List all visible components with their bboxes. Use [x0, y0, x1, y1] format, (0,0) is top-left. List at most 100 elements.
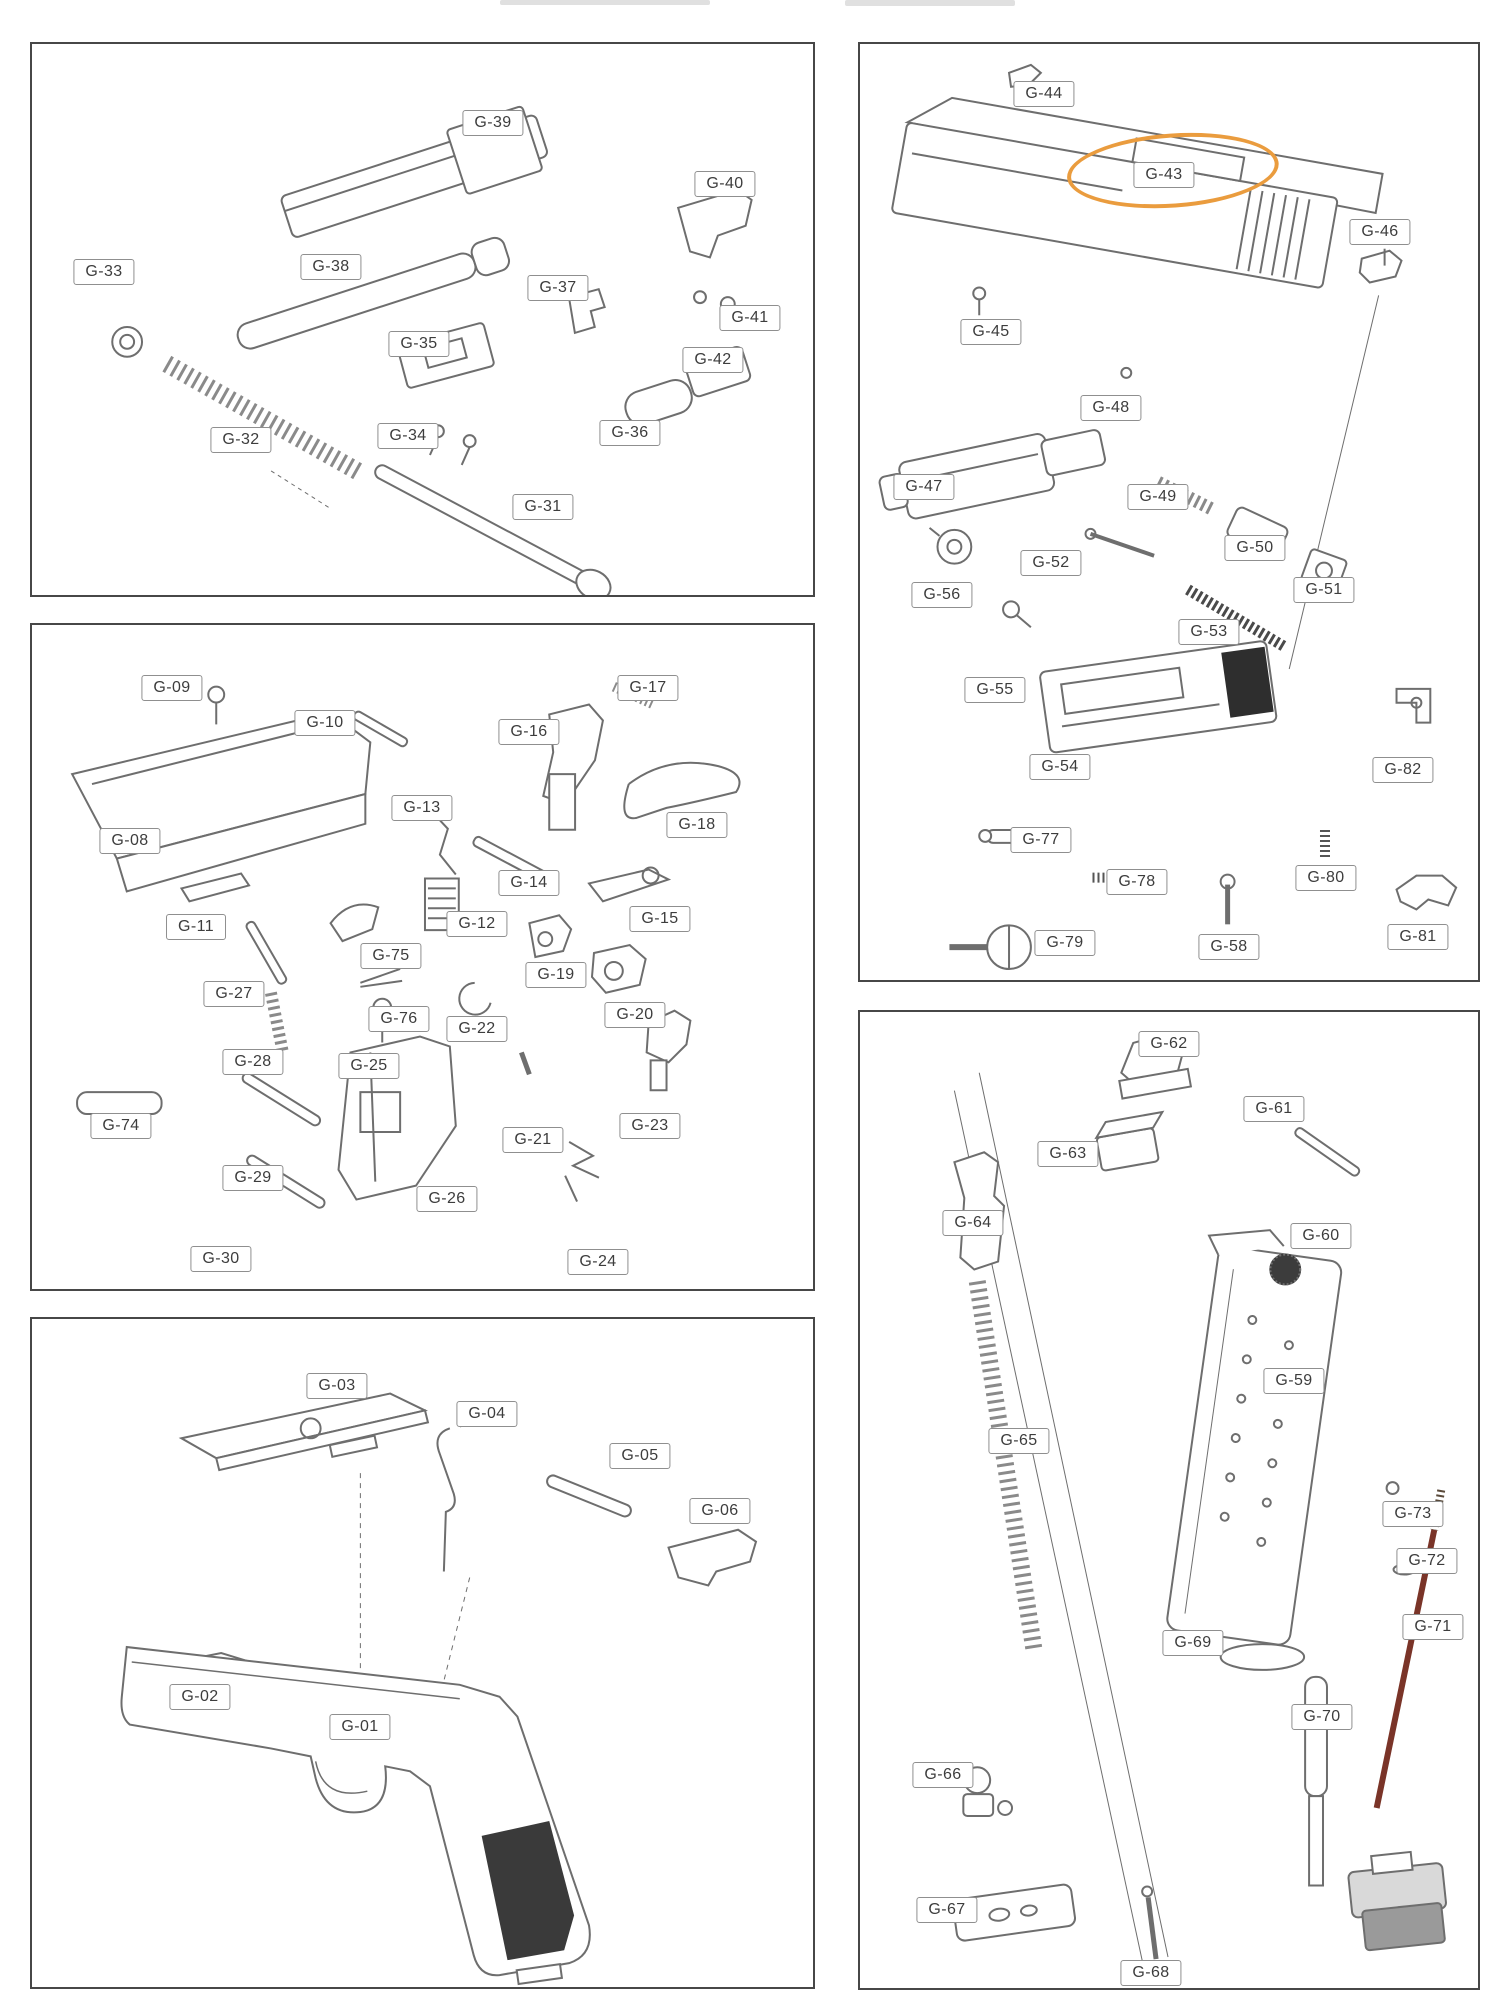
pin-drawing: [1121, 368, 1131, 378]
base-adapter-drawing: [1346, 1849, 1450, 1952]
housing-drawing: [678, 190, 751, 258]
exploded-art-slide-group: [860, 44, 1478, 980]
lever-drawing: [624, 763, 739, 818]
part-label-g-48: G-48: [1080, 395, 1142, 421]
part-label-g-50: G-50: [1224, 535, 1286, 561]
spring-wire-drawing: [360, 969, 402, 987]
leader-line: [1289, 295, 1378, 669]
leader-line: [979, 1073, 1168, 1957]
part-label-g-12: G-12: [446, 911, 508, 937]
lever-drawing: [589, 868, 669, 902]
part-label-g-35: G-35: [388, 331, 450, 357]
base-plate-drawing: [952, 1884, 1076, 1942]
part-label-g-80: G-80: [1295, 865, 1357, 891]
small-part-drawing: [529, 915, 571, 957]
part-label-g-08: G-08: [99, 828, 161, 854]
leader-line: [271, 471, 331, 509]
pistol-frame-drawing: [121, 1647, 589, 1984]
part-label-g-79: G-79: [1034, 930, 1096, 956]
part-label-g-01: G-01: [329, 1714, 391, 1740]
cylinder-pin-drawing: [77, 1092, 161, 1114]
part-label-g-77: G-77: [1010, 827, 1072, 853]
inner-barrel-drawing: [233, 235, 512, 354]
part-label-g-25: G-25: [338, 1053, 400, 1079]
screw-drawing: [208, 687, 224, 725]
small-part-drawing: [1397, 876, 1457, 910]
o-ring-drawing: [1221, 1644, 1304, 1670]
part-label-g-36: G-36: [599, 420, 661, 446]
magazine-body-drawing: [1154, 1222, 1346, 1646]
part-label-g-67: G-67: [916, 1897, 978, 1923]
part-label-g-22: G-22: [446, 1016, 508, 1042]
part-label-g-14: G-14: [498, 870, 560, 896]
part-label-g-46: G-46: [1349, 219, 1411, 245]
cover-plate-drawing: [181, 1394, 428, 1471]
guide-rod-drawing: [369, 457, 615, 595]
part-label-g-76: G-76: [368, 1006, 430, 1032]
part-label-g-62: G-62: [1138, 1031, 1200, 1057]
part-label-g-52: G-52: [1020, 550, 1082, 576]
part-label-g-10: G-10: [294, 710, 356, 736]
part-label-g-03: G-03: [306, 1373, 368, 1399]
part-label-g-02: G-02: [169, 1684, 231, 1710]
bracket-drawing: [1397, 689, 1431, 723]
magazine-spring-drawing: [977, 1281, 1034, 1649]
spring-wire-drawing: [437, 1418, 489, 1571]
exploded-art-frame-grip: [32, 1319, 813, 1987]
part-label-g-39: G-39: [462, 110, 524, 136]
part-label-g-49: G-49: [1127, 484, 1189, 510]
part-label-g-73: G-73: [1382, 1501, 1444, 1527]
part-label-g-47: G-47: [893, 474, 955, 500]
part-label-g-20: G-20: [604, 1002, 666, 1028]
hammer-spring-rod-drawing: [1377, 1530, 1435, 1808]
part-label-g-23: G-23: [619, 1113, 681, 1139]
part-label-g-75: G-75: [360, 943, 422, 969]
scan-artifact: [845, 0, 1015, 6]
part-label-g-16: G-16: [498, 719, 560, 745]
spring-drawing: [1158, 482, 1214, 510]
pin-drawing: [1142, 1886, 1156, 1959]
scan-artifact: [500, 0, 710, 5]
lever-drawing: [331, 905, 379, 942]
washer-drawing: [1387, 1482, 1399, 1494]
part-label-g-71: G-71: [1402, 1614, 1464, 1640]
part-label-g-60: G-60: [1290, 1223, 1352, 1249]
part-label-g-09: G-09: [141, 675, 203, 701]
part-label-g-56: G-56: [911, 582, 973, 608]
screw-drawing: [1221, 875, 1235, 925]
nozzle-housing-drawing: [876, 421, 1109, 524]
part-label-g-82: G-82: [1372, 757, 1434, 783]
part-label-g-59: G-59: [1263, 1368, 1325, 1394]
small-block-drawing: [669, 1530, 756, 1586]
part-label-g-42: G-42: [682, 347, 744, 373]
plate-drawing: [181, 874, 249, 902]
part-label-g-81: G-81: [1387, 924, 1449, 950]
spring-drawing: [1188, 589, 1285, 647]
pin-drawing: [521, 1052, 529, 1074]
pin-drawing: [545, 1474, 632, 1519]
screw-drawing: [1003, 601, 1031, 627]
pin-drawing: [241, 1071, 322, 1127]
small-part-drawing: [592, 945, 646, 993]
leader-line: [430, 1577, 470, 1736]
exploded-art-magazine-group: [860, 1012, 1478, 1988]
cylinder-drawing: [621, 376, 696, 429]
part-label-g-06: G-06: [689, 1498, 751, 1524]
part-label-g-32: G-32: [210, 427, 272, 453]
part-label-g-64: G-64: [942, 1210, 1004, 1236]
part-label-g-54: G-54: [1029, 754, 1091, 780]
part-label-g-31: G-31: [512, 494, 574, 520]
part-label-g-53: G-53: [1178, 619, 1240, 645]
part-label-g-27: G-27: [203, 981, 265, 1007]
part-label-g-58: G-58: [1198, 934, 1260, 960]
part-label-g-15: G-15: [629, 906, 691, 932]
pin-drawing: [694, 291, 706, 303]
block-drawing: [1094, 1112, 1171, 1171]
part-label-g-66: G-66: [912, 1762, 974, 1788]
part-label-g-28: G-28: [222, 1049, 284, 1075]
rear-sight-drawing: [1360, 249, 1402, 283]
